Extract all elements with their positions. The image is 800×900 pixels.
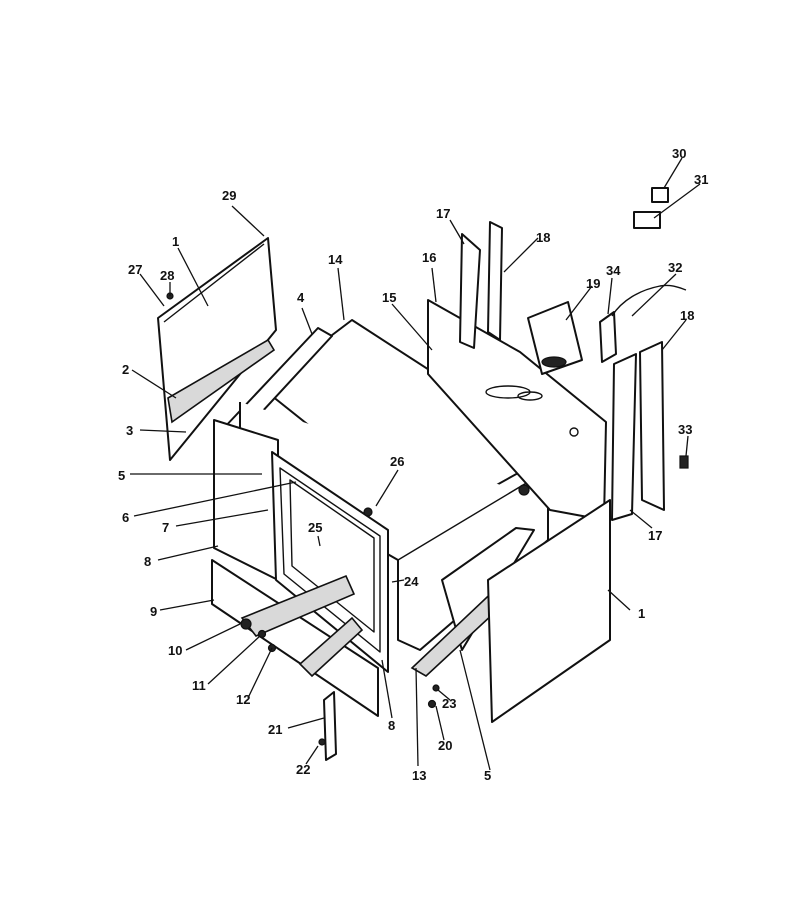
callout-20: 20 [438, 738, 452, 753]
callout-5-right: 5 [484, 768, 491, 783]
callout-5-left: 5 [118, 468, 125, 483]
callout-8-left: 8 [144, 554, 151, 569]
door-handle [240, 574, 356, 637]
callout-2: 2 [122, 362, 129, 377]
callout-9: 9 [150, 604, 157, 619]
callout-27: 27 [128, 262, 142, 277]
callout-19: 19 [586, 276, 600, 291]
hinge [318, 691, 337, 761]
callout-1-left: 1 [172, 234, 179, 249]
right-side-panel [487, 499, 611, 723]
callout-25: 25 [308, 520, 322, 535]
rear-strips [459, 221, 503, 349]
callout-15: 15 [382, 290, 396, 305]
callout-10: 10 [168, 643, 182, 658]
callout-26: 26 [390, 454, 404, 469]
callout-23: 23 [442, 696, 456, 711]
callout-14: 14 [328, 252, 343, 267]
callout-labels: 29 1 27 28 2 3 4 14 15 16 5 6 7 8 26 25 … [118, 146, 708, 783]
door-frame [213, 419, 389, 673]
door-glass [289, 479, 375, 633]
callout-11: 11 [192, 678, 206, 693]
callout-24: 24 [404, 574, 419, 589]
callout-21: 21 [268, 722, 282, 737]
callout-32: 32 [668, 260, 682, 275]
callout-1-right: 1 [638, 606, 645, 621]
callout-17-top: 17 [436, 206, 450, 221]
callout-34: 34 [606, 263, 621, 278]
callout-18-top: 18 [536, 230, 550, 245]
callout-16: 16 [422, 250, 436, 265]
callout-29: 29 [222, 188, 236, 203]
callout-28: 28 [160, 268, 174, 283]
callout-30: 30 [672, 146, 686, 161]
right-strips [611, 341, 665, 521]
leader-lines [130, 157, 701, 771]
callout-33: 33 [678, 422, 692, 437]
callout-22: 22 [296, 762, 310, 777]
callout-13: 13 [412, 768, 426, 783]
vent [527, 301, 583, 375]
door-handle-trim [211, 559, 379, 717]
side-rail [167, 338, 276, 424]
callout-17-right: 17 [648, 528, 662, 543]
screws [166, 292, 440, 709]
lower-handle [298, 616, 364, 678]
callout-12: 12 [236, 692, 250, 707]
callout-31: 31 [694, 172, 708, 187]
callout-8-right: 8 [388, 718, 395, 733]
callout-7: 7 [162, 520, 169, 535]
callout-4: 4 [297, 290, 305, 305]
callout-18-right: 18 [680, 308, 694, 323]
terminal-block [599, 284, 687, 363]
callout-3: 3 [126, 423, 133, 438]
small-parts [633, 187, 689, 469]
callout-6: 6 [122, 510, 129, 525]
